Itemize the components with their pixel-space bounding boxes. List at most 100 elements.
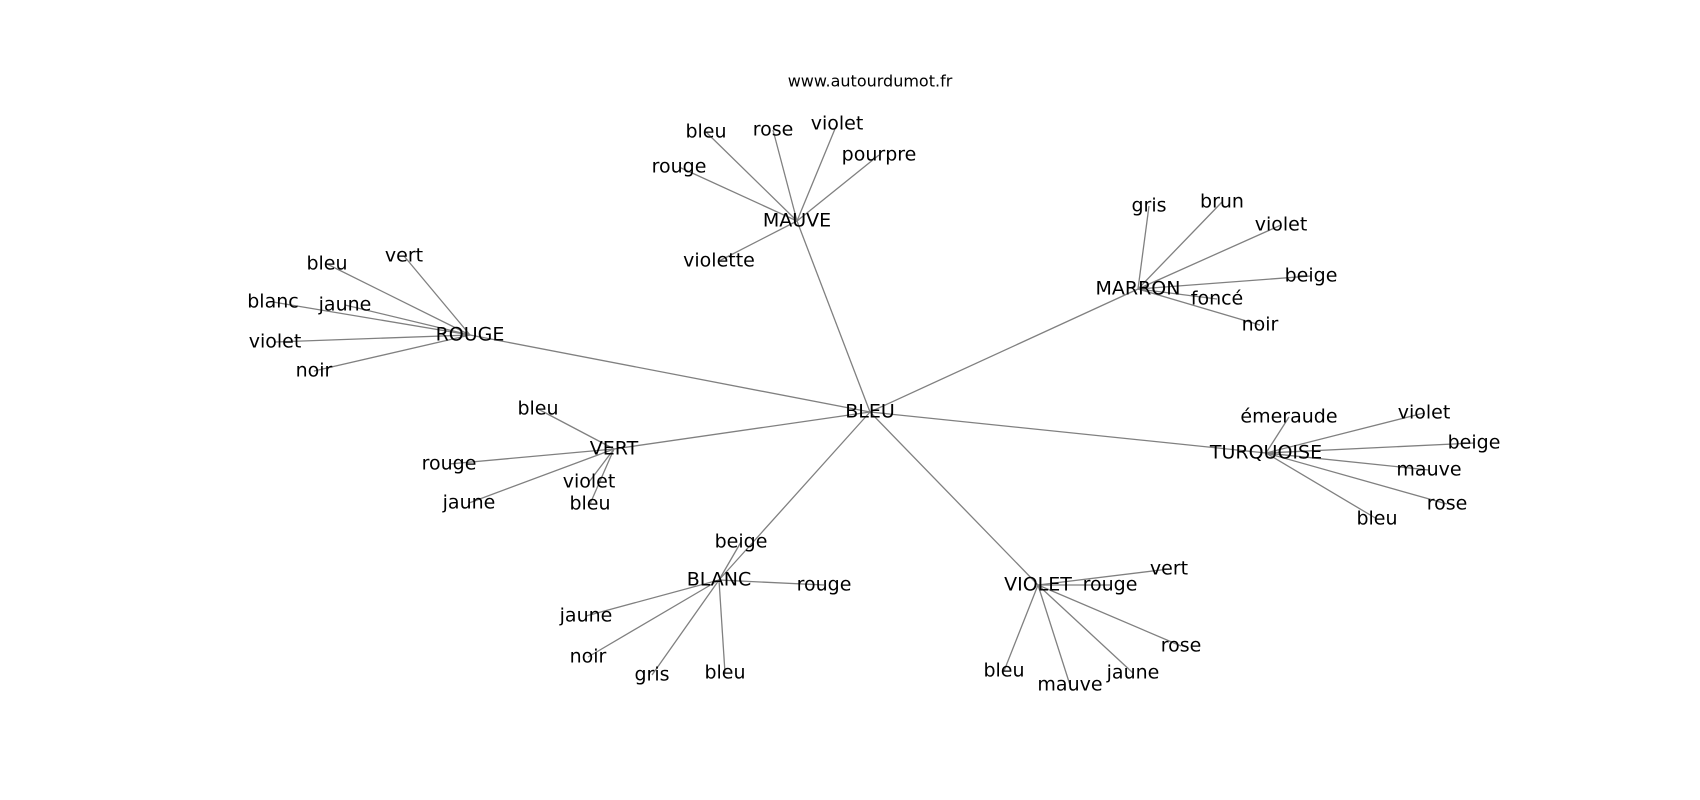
node-hub-marron: MARRON [1096, 278, 1181, 300]
edge-marron-leaf-3 [1137, 275, 1312, 290]
edge-violet-leaf-3 [1037, 584, 1134, 674]
nodes: BLEU MAUVE bleu rose violet pourpre rouge viole… [247, 113, 1500, 696]
node-leaf-mauve-4: rouge [652, 156, 707, 178]
node-leaf-vert-0: bleu [517, 398, 558, 420]
node-leaf-mauve-0: bleu [685, 121, 726, 143]
node-leaf-rouge-3: jaune [318, 294, 372, 316]
edges [272, 123, 1475, 686]
edge-violet-leaf-5 [1003, 584, 1039, 672]
node-leaf-rouge-5: noir [296, 360, 333, 382]
edge-rouge-leaf-1 [403, 255, 471, 336]
edge-vert-leaf-0 [537, 408, 615, 450]
node-leaf-turquoise-3: mauve [1396, 459, 1461, 481]
edge-blanc-leaf-5 [718, 579, 726, 674]
node-leaf-marron-3: beige [1285, 265, 1338, 287]
edge-violet-leaf-4 [1037, 584, 1071, 686]
site-url: www.autourdumot.fr [788, 72, 953, 91]
edge-turquoise-leaf-2 [1265, 442, 1475, 454]
node-hub-violet: VIOLET [1004, 574, 1072, 596]
edge-center-turquoise [869, 411, 1267, 454]
edge-center-rouge [469, 334, 871, 413]
edge-rouge-leaf-2 [272, 301, 471, 336]
edge-turquoise-leaf-1 [1265, 412, 1425, 454]
edge-vert-leaf-1 [448, 448, 615, 465]
edge-blanc-leaf-0 [718, 541, 742, 581]
node-hub-blanc: BLANC [687, 569, 752, 591]
edge-mauve-leaf-2 [796, 123, 838, 222]
node-leaf-turquoise-1: violet [1398, 402, 1451, 424]
node-leaf-violet-5: bleu [983, 660, 1024, 682]
node-leaf-violet-4: mauve [1037, 674, 1102, 696]
node-leaf-vert-1: rouge [422, 453, 477, 475]
edge-center-mauve [796, 220, 871, 413]
node-leaf-violet-1: rouge [1083, 574, 1138, 596]
edge-rouge-leaf-4 [274, 334, 471, 343]
edge-center-blanc [718, 411, 871, 581]
edge-mauve-leaf-4 [678, 166, 798, 222]
node-leaf-turquoise-4: rose [1427, 493, 1468, 515]
node-leaf-mauve-1: rose [753, 119, 794, 141]
node-leaf-mauve-5: violette [683, 250, 755, 272]
node-leaf-turquoise-5: bleu [1356, 508, 1397, 530]
node-leaf-turquoise-2: beige [1448, 432, 1501, 454]
node-leaf-blanc-2: jaune [559, 605, 613, 627]
edge-turquoise-leaf-5 [1265, 452, 1378, 520]
edge-mauve-leaf-1 [772, 129, 798, 222]
node-leaf-marron-2: violet [1255, 214, 1308, 236]
node-leaf-turquoise-0: émeraude [1240, 406, 1337, 428]
edge-blanc-leaf-1 [718, 579, 825, 586]
node-leaf-vert-2: violet [563, 471, 616, 493]
edge-marron-leaf-0 [1137, 205, 1150, 290]
edge-vert-leaf-4 [589, 448, 615, 505]
edge-marron-leaf-1 [1137, 201, 1223, 290]
node-leaf-rouge-1: vert [385, 245, 423, 267]
node-leaf-mauve-3: pourpre [842, 144, 917, 166]
edge-blanc-leaf-3 [587, 579, 720, 658]
node-leaf-rouge-0: bleu [306, 253, 347, 275]
edge-violet-leaf-0 [1037, 568, 1170, 586]
node-hub-rouge: ROUGE [436, 324, 505, 346]
node-hub-vert: VERT [590, 438, 639, 460]
node-leaf-violet-2: rose [1161, 635, 1202, 657]
edge-center-violet [869, 411, 1039, 586]
edge-violet-leaf-2 [1037, 584, 1182, 647]
edge-turquoise-leaf-0 [1265, 416, 1290, 454]
node-leaf-blanc-0: beige [715, 531, 768, 553]
node-leaf-rouge-2: blanc [247, 291, 298, 313]
node-leaf-violet-0: vert [1150, 558, 1188, 580]
node-center: BLEU [845, 401, 895, 423]
node-leaf-vert-3: jaune [442, 492, 496, 514]
edge-vert-leaf-2 [588, 448, 615, 483]
node-leaf-rouge-4: violet [249, 331, 302, 353]
node-leaf-marron-4: foncé [1191, 288, 1244, 310]
node-leaf-vert-4: bleu [569, 493, 610, 515]
edge-rouge-leaf-5 [313, 334, 471, 372]
node-leaf-marron-5: noir [1242, 314, 1279, 336]
node-leaf-violet-3: jaune [1106, 662, 1160, 684]
edge-mauve-leaf-5 [718, 220, 798, 262]
edge-blanc-leaf-2 [585, 579, 720, 617]
node-leaf-marron-1: brun [1200, 191, 1244, 213]
edge-marron-leaf-4 [1137, 288, 1218, 300]
node-leaf-marron-0: gris [1131, 195, 1166, 217]
edge-rouge-leaf-0 [326, 263, 471, 336]
edge-blanc-leaf-4 [651, 579, 720, 676]
edge-mauve-leaf-3 [796, 154, 880, 222]
node-leaf-mauve-2: violet [811, 113, 864, 135]
edge-turquoise-leaf-4 [1265, 452, 1448, 505]
edge-rouge-leaf-3 [344, 304, 471, 336]
edge-turquoise-leaf-3 [1265, 452, 1430, 471]
node-leaf-blanc-5: bleu [704, 662, 745, 684]
edge-center-marron [869, 288, 1139, 413]
edge-mauve-leaf-0 [705, 131, 798, 222]
edge-center-vert [613, 411, 871, 450]
node-hub-mauve: MAUVE [763, 210, 831, 232]
node-leaf-blanc-3: noir [570, 646, 607, 668]
node-leaf-blanc-1: rouge [797, 574, 852, 596]
node-hub-turquoise: TURQUOISE [1209, 442, 1322, 464]
edge-marron-leaf-2 [1137, 224, 1282, 290]
edge-marron-leaf-5 [1137, 288, 1261, 326]
edge-vert-leaf-3 [468, 448, 615, 504]
node-leaf-blanc-4: gris [634, 664, 669, 686]
